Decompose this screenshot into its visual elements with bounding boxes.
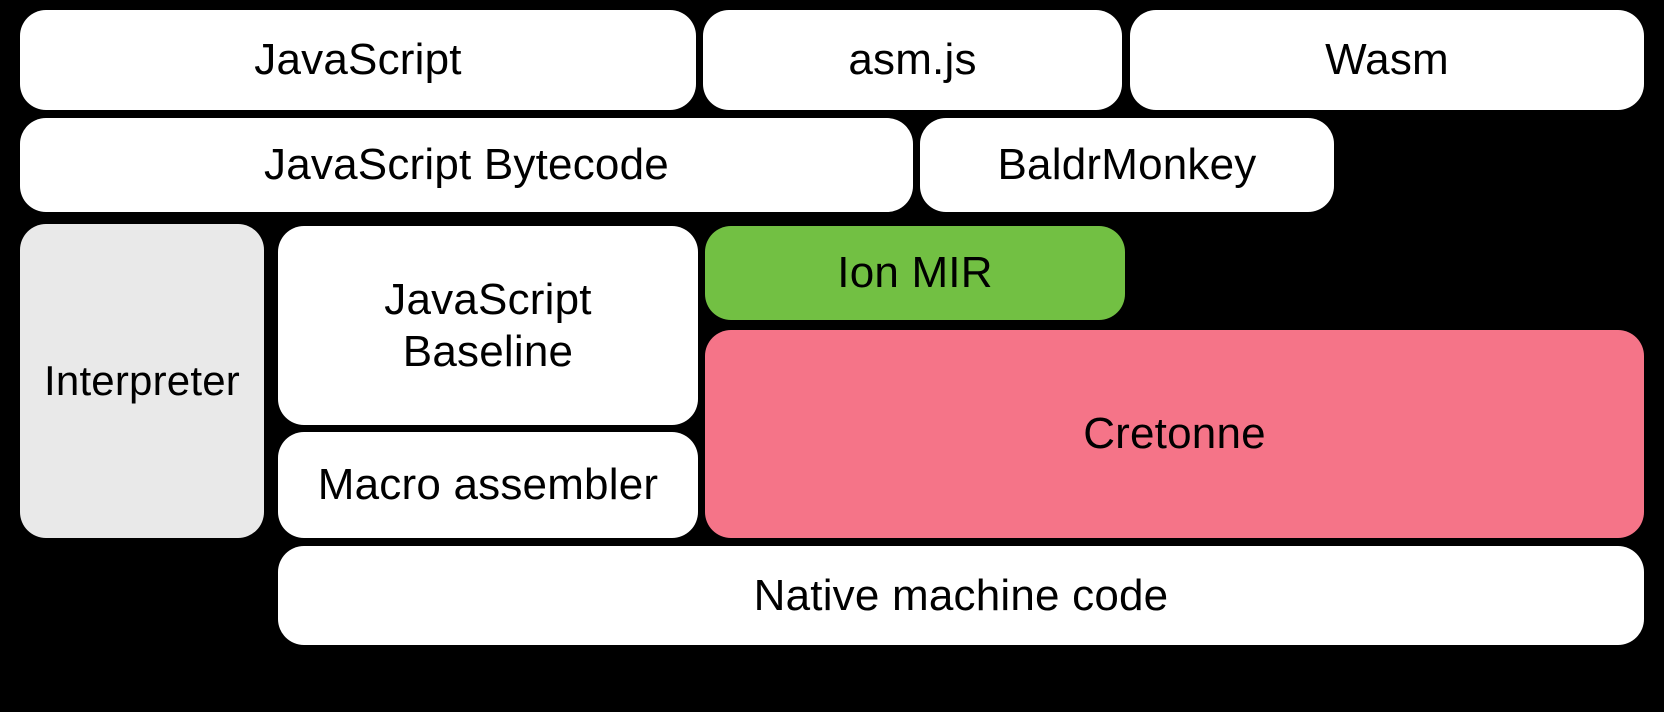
- node-asm-js: asm.js: [703, 10, 1122, 110]
- node-ion-mir: Ion MIR: [705, 226, 1125, 320]
- node-macro-assembler: Macro assembler: [278, 432, 698, 538]
- node-javascript-baseline: JavaScript Baseline: [278, 226, 698, 425]
- node-native-machine-code: Native machine code: [278, 546, 1644, 645]
- node-javascript-bytecode: JavaScript Bytecode: [20, 118, 913, 212]
- node-wasm: Wasm: [1130, 10, 1644, 110]
- node-interpreter: Interpreter: [20, 224, 264, 538]
- node-javascript: JavaScript: [20, 10, 696, 110]
- node-baldrmonkey: BaldrMonkey: [920, 118, 1334, 212]
- node-cretonne: Cretonne: [705, 330, 1644, 538]
